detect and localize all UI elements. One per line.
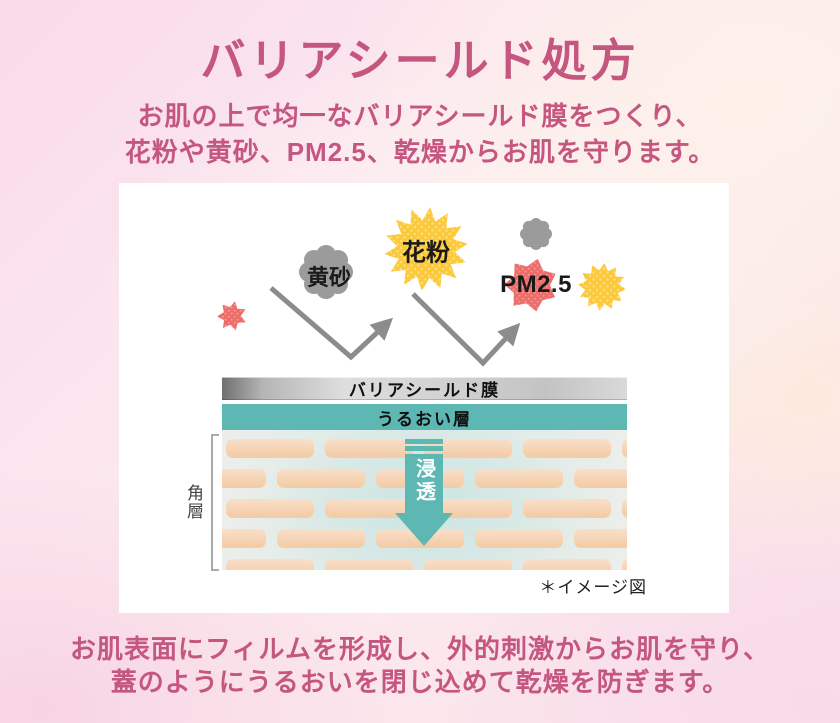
corneocyte-brick (523, 499, 611, 518)
pollutant-diagram-canvas (217, 207, 626, 367)
moisture-layer-label: うるおい層 (377, 409, 472, 429)
pollen-burst-icon (384, 207, 468, 291)
corneocyte-brick (523, 439, 611, 458)
corneocyte-brick (226, 439, 314, 458)
corneocyte-brick (622, 559, 627, 570)
barrier-film-label: バリアシールド膜 (348, 381, 501, 400)
corneocyte-brick (622, 439, 627, 458)
corneocyte-brick (226, 559, 314, 570)
fine-dust-cloud-icon (520, 218, 552, 250)
footer-line-2: 蓋のようにうるおいを閉じ込めて乾燥を防ぎます。 (110, 667, 730, 697)
footer-text: お肌表面にフィルムを形成し、外的刺激からお肌を守り、 蓋のようにうるおいを閉じ込… (0, 633, 840, 699)
intro-line-2: 花粉や黄砂、PM2.5、乾燥からお肌を守ります。 (124, 137, 716, 167)
stratum-corneum-wall: 浸透 (222, 430, 627, 570)
penetration-label: 浸透 (412, 458, 435, 504)
pm25-burst-icon (504, 258, 556, 312)
barrier-film-layer: バリアシールド膜 (222, 377, 627, 400)
pm25-label: PM2.5 (500, 271, 572, 298)
pollen-label: 花粉 (402, 239, 450, 267)
yellow-sand-cloud-icon (299, 245, 353, 299)
corneocyte-brick (226, 499, 314, 518)
corneocyte-brick (523, 559, 611, 570)
corneocyte-brick (277, 469, 365, 488)
page-title: バリアシールド処方 (200, 35, 640, 86)
penetration-arrow-stripe (405, 446, 443, 451)
corneocyte-brick (325, 559, 413, 570)
corneocyte-brick (574, 529, 627, 548)
corneocyte-brick (325, 499, 413, 518)
yellow-sand-label: 黄砂 (306, 265, 352, 290)
corneocyte-brick (222, 469, 266, 488)
intro-line-1: お肌の上で均一なバリアシールド膜をつくり、 (137, 101, 703, 131)
footer-line-1: お肌表面にフィルムを形成し、外的刺激からお肌を守り、 (70, 634, 770, 664)
stratum-corneum-label: 角層 (184, 484, 203, 520)
diagram-card: 黄砂 花粉 PM2.5 バリアシールド膜 うるおい層 浸透 角層 ＊イメージ図 (119, 183, 729, 613)
stratum-bracket (211, 434, 219, 571)
pollen-burst-small-icon (578, 263, 626, 311)
image-note: ＊イメージ図 (539, 578, 647, 597)
moisture-layer: うるおい層 (222, 404, 627, 430)
corneocyte-brick (424, 439, 512, 458)
corneocyte-brick (277, 529, 365, 548)
deflect-arrow-icon (269, 286, 394, 361)
penetration-arrow-icon (405, 454, 443, 514)
corneocyte-brick (475, 469, 563, 488)
corneocyte-brick (222, 529, 266, 548)
corneocyte-brick (622, 499, 627, 518)
deflect-arrow-icon (411, 292, 521, 367)
corneocyte-brick (325, 439, 413, 458)
penetration-arrow-stripe (405, 439, 443, 444)
corneocyte-brick (424, 559, 512, 570)
corneocyte-brick (475, 529, 563, 548)
intro-text: お肌の上で均一なバリアシールド膜をつくり、 花粉や黄砂、PM2.5、乾燥からお肌… (0, 98, 840, 170)
dust-particle-icon (217, 301, 246, 331)
corneocyte-brick (574, 469, 627, 488)
